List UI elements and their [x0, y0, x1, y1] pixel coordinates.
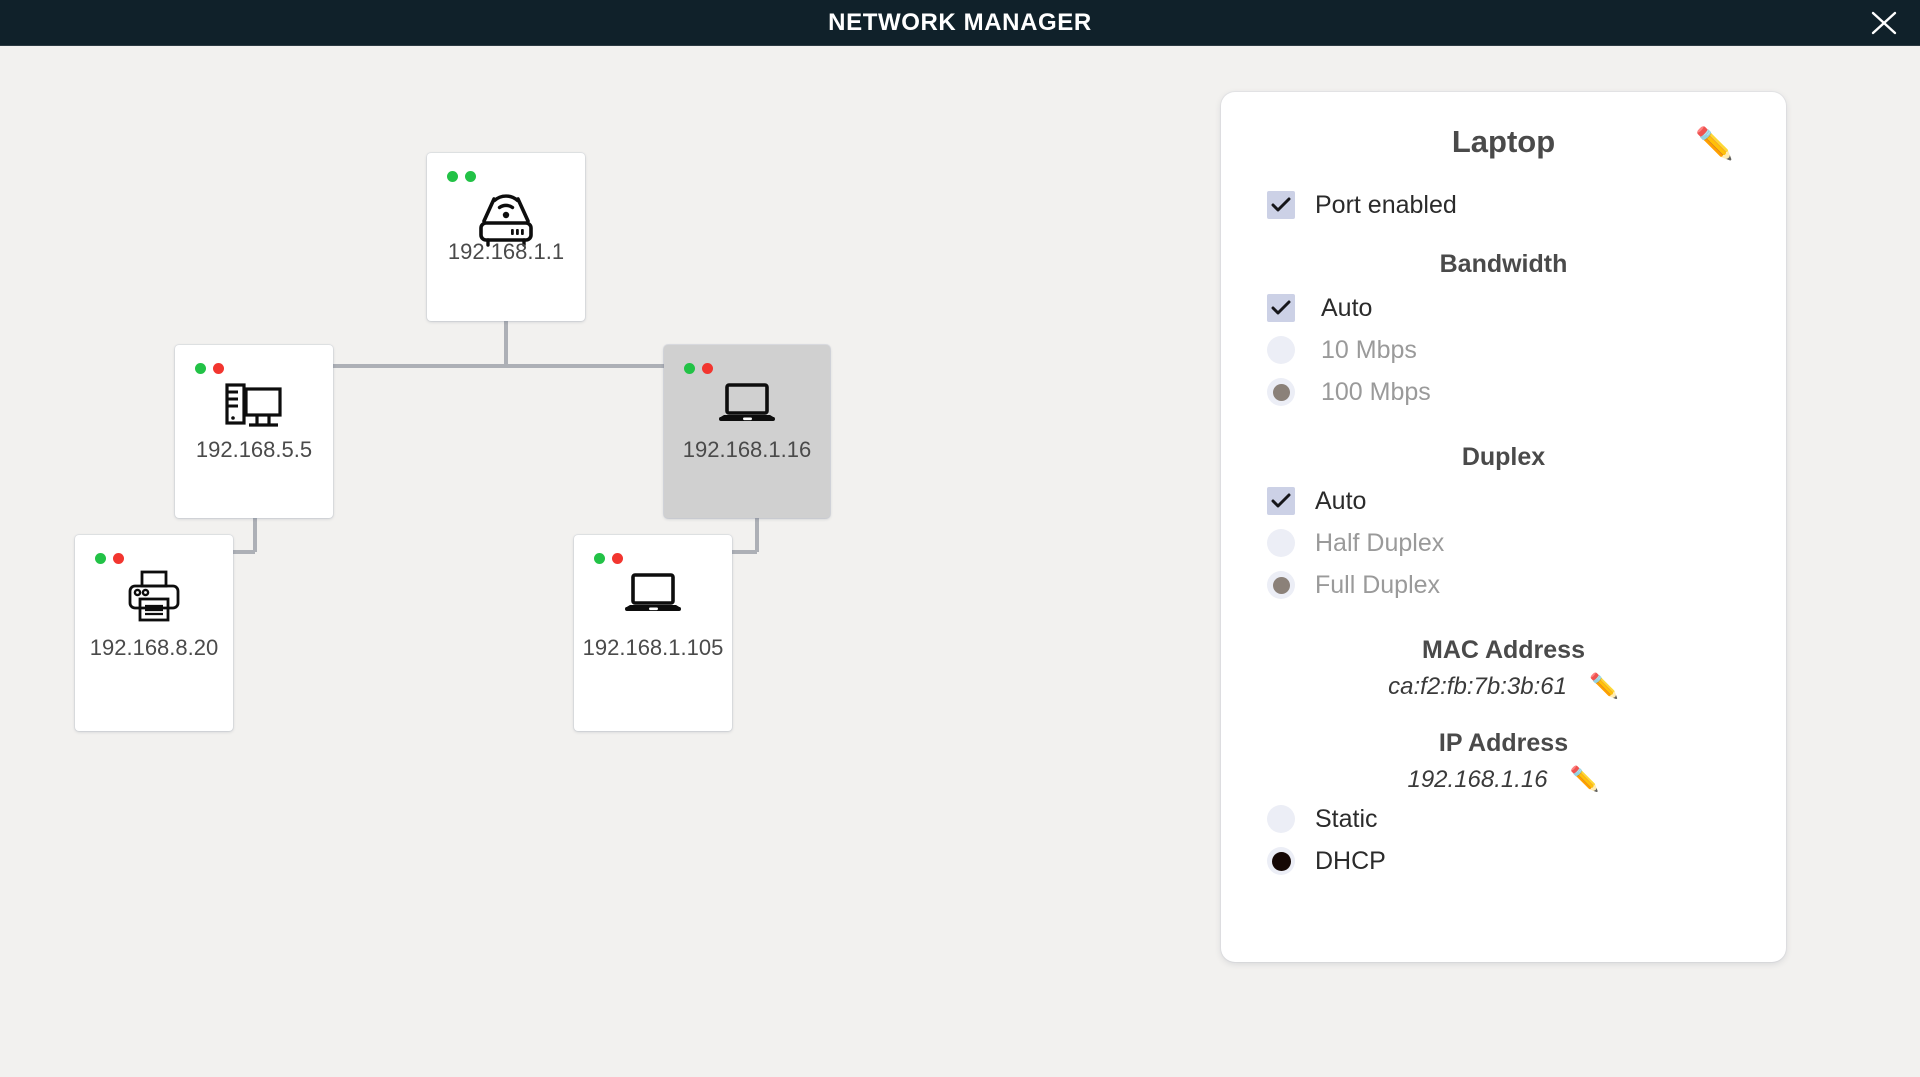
node-ip-label: 192.168.5.5 — [195, 437, 313, 462]
node-ip-label: 192.168.1.105 — [582, 635, 724, 660]
bandwidth-option-label: 100 Mbps — [1321, 377, 1431, 406]
status-led-red — [113, 553, 124, 564]
bandwidth-auto-row[interactable]: Auto — [1221, 287, 1786, 329]
port-enabled-checkbox[interactable] — [1267, 191, 1295, 219]
status-led-red — [612, 553, 623, 564]
close-icon[interactable] — [1864, 4, 1904, 42]
addressing-radio-dhcp[interactable] — [1267, 847, 1295, 875]
status-led-green — [447, 171, 458, 182]
pencil-icon[interactable]: ✏️ — [1695, 126, 1734, 161]
bandwidth-radio-100mbps[interactable] — [1267, 378, 1295, 406]
status-leds — [594, 553, 623, 564]
duplex-auto-label: Auto — [1315, 486, 1367, 515]
status-led-green — [195, 363, 206, 374]
duplex-option-label: Full Duplex — [1315, 570, 1441, 599]
ip-address-value-row: 192.168.1.16 ✏️ — [1221, 766, 1786, 798]
topology-node-router[interactable]: 192.168.1.1 — [427, 153, 585, 321]
node-ip-label: 192.168.1.16 — [682, 437, 812, 462]
bandwidth-option-100mbps-row[interactable]: 100 Mbps — [1221, 371, 1786, 413]
bandwidth-auto-checkbox[interactable] — [1267, 294, 1295, 322]
status-led-green — [465, 171, 476, 182]
topology-node-laptop-16[interactable]: 192.168.1.16 — [664, 345, 830, 518]
addressing-radio-static[interactable] — [1267, 805, 1295, 833]
bandwidth-radio-10mbps[interactable] — [1267, 336, 1295, 364]
node-ip-label: 192.168.1.1 — [447, 239, 565, 264]
title-bar: NETWORK MANAGER — [0, 0, 1920, 46]
laptop-icon — [664, 379, 830, 434]
ip-address-value: 192.168.1.16 — [1407, 766, 1548, 793]
status-leds — [684, 363, 713, 374]
topology-canvas[interactable]: 192.168.1.1 — [0, 46, 1920, 1077]
topology-node-desktop[interactable]: 192.168.5.5 — [175, 345, 333, 518]
addressing-label: DHCP — [1315, 846, 1386, 875]
status-leds — [447, 171, 476, 182]
page-title: NETWORK MANAGER — [828, 9, 1092, 36]
printer-icon — [75, 569, 233, 630]
device-properties-panel: Laptop ✏️ Port enabled Bandwidth Auto 10… — [1221, 92, 1786, 962]
status-leds — [95, 553, 124, 564]
duplex-radio-half[interactable] — [1267, 529, 1295, 557]
panel-header: Laptop ✏️ — [1221, 92, 1786, 184]
node-ip-label: 192.168.8.20 — [89, 635, 219, 660]
addressing-label: Static — [1315, 804, 1378, 833]
bandwidth-option-10mbps-row[interactable]: 10 Mbps — [1221, 329, 1786, 371]
laptop-icon — [574, 569, 732, 624]
topology-node-laptop-105[interactable]: 192.168.1.105 — [574, 535, 732, 731]
pencil-icon[interactable]: ✏️ — [1588, 673, 1619, 700]
addressing-static-row[interactable]: Static — [1221, 798, 1786, 840]
addressing-dhcp-row[interactable]: DHCP — [1221, 840, 1786, 882]
status-leds — [195, 363, 224, 374]
mac-address-value-row: ca:f2:fb:7b:3b:61 ✏️ — [1221, 673, 1786, 705]
duplex-option-label: Half Duplex — [1315, 528, 1445, 557]
desktop-computer-icon — [175, 379, 333, 442]
status-led-green — [684, 363, 695, 374]
ip-address-heading: IP Address — [1438, 729, 1569, 757]
status-led-red — [213, 363, 224, 374]
duplex-option-half-row[interactable]: Half Duplex — [1221, 522, 1786, 564]
port-enabled-label: Port enabled — [1315, 190, 1457, 219]
bandwidth-heading: Bandwidth — [1439, 250, 1568, 278]
status-led-green — [95, 553, 106, 564]
status-led-green — [594, 553, 605, 564]
pencil-icon[interactable]: ✏️ — [1569, 766, 1600, 793]
duplex-heading: Duplex — [1461, 443, 1546, 471]
duplex-option-full-row[interactable]: Full Duplex — [1221, 564, 1786, 606]
mac-address-heading: MAC Address — [1422, 636, 1585, 664]
duplex-auto-row[interactable]: Auto — [1221, 480, 1786, 522]
bandwidth-option-label: 10 Mbps — [1321, 335, 1417, 364]
router-icon — [427, 187, 585, 256]
duplex-radio-full[interactable] — [1267, 571, 1295, 599]
status-led-red — [702, 363, 713, 374]
mac-address-value: ca:f2:fb:7b:3b:61 — [1388, 673, 1567, 700]
port-enabled-row[interactable]: Port enabled — [1221, 184, 1786, 226]
topology-node-printer[interactable]: 192.168.8.20 — [75, 535, 233, 731]
bandwidth-auto-label: Auto — [1321, 293, 1373, 322]
panel-device-title: Laptop — [1451, 124, 1556, 159]
duplex-auto-checkbox[interactable] — [1267, 487, 1295, 515]
